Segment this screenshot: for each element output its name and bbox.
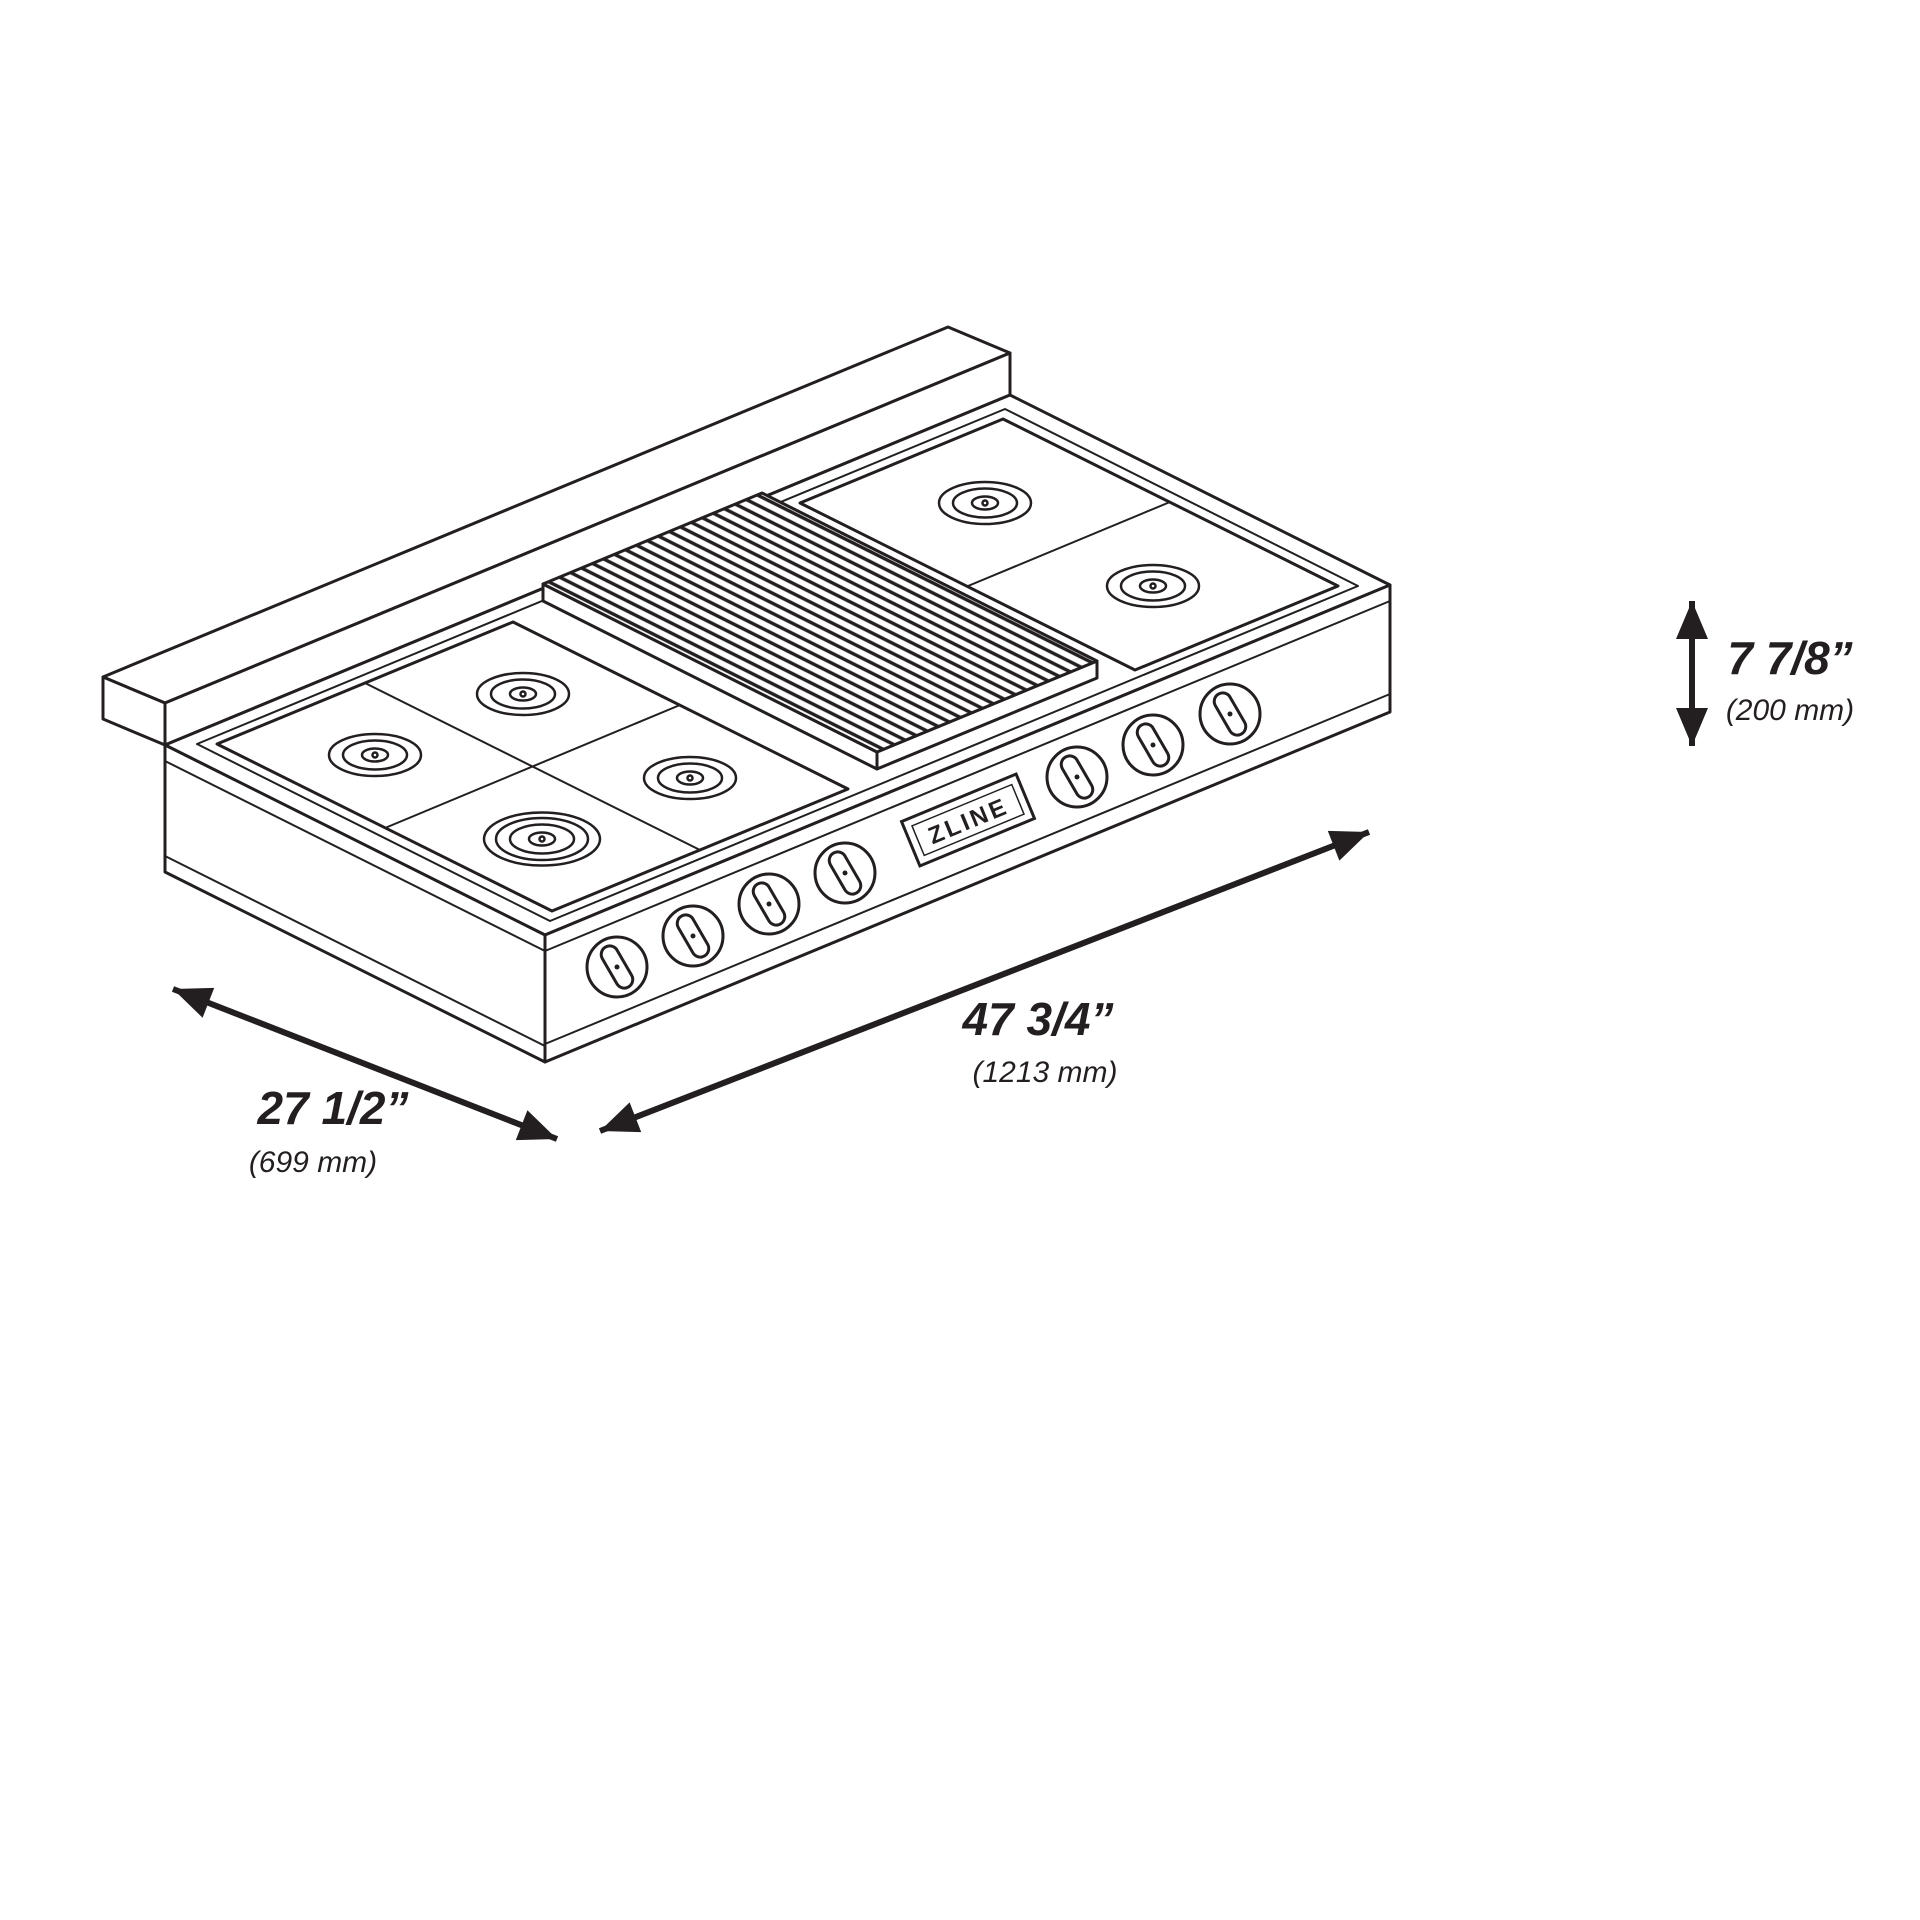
- burner: [1105, 563, 1201, 609]
- height-inches-label: 7 7/8”: [1727, 632, 1852, 684]
- burner-grate-left: [215, 620, 850, 913]
- control-knob-5: [1045, 745, 1109, 809]
- rangetop-line-drawing: ZLINE: [101, 325, 1392, 1064]
- griddle: [541, 491, 1099, 771]
- control-knob-7: [1198, 682, 1262, 746]
- width-dimension: 47 3/4” (1213 mm): [598, 829, 1371, 1134]
- burner: [475, 671, 571, 717]
- depth-metric-label: (699 mm): [249, 1146, 377, 1179]
- cooktop-surface: [163, 393, 1392, 937]
- depth-dimension-arrow-icon: [171, 986, 559, 1142]
- control-knob-3: [737, 872, 801, 936]
- grate-frame-right: [798, 417, 1340, 672]
- depth-inches-label: 27 1/2”: [257, 1082, 409, 1134]
- width-inches-label: 47 3/4”: [962, 993, 1114, 1045]
- control-knob-6: [1121, 713, 1185, 777]
- burner: [642, 755, 738, 801]
- grate-rail-left: [384, 704, 681, 829]
- control-knob-1: [585, 935, 649, 999]
- control-knob-4: [813, 841, 877, 905]
- depth-dimension: 27 1/2” (699 mm): [171, 986, 559, 1179]
- width-dimension-arrow-icon: [598, 829, 1371, 1134]
- grate-frame-left: [215, 620, 850, 913]
- height-dimension: 7 7/8” (200 mm): [1676, 601, 1854, 746]
- width-metric-label: (1213 mm): [972, 1056, 1117, 1089]
- burner: [327, 732, 423, 778]
- burner: [494, 816, 590, 862]
- backguard-ledge: [101, 325, 1012, 747]
- side-top-trim: [164, 760, 546, 952]
- burner: [937, 480, 1033, 526]
- burner-grate-right: [798, 417, 1340, 672]
- griddle-ribbed-surface: [541, 491, 1099, 754]
- control-knob-2: [661, 904, 725, 968]
- height-metric-label: (200 mm): [1726, 694, 1854, 727]
- grate-rail-right: [967, 501, 1171, 587]
